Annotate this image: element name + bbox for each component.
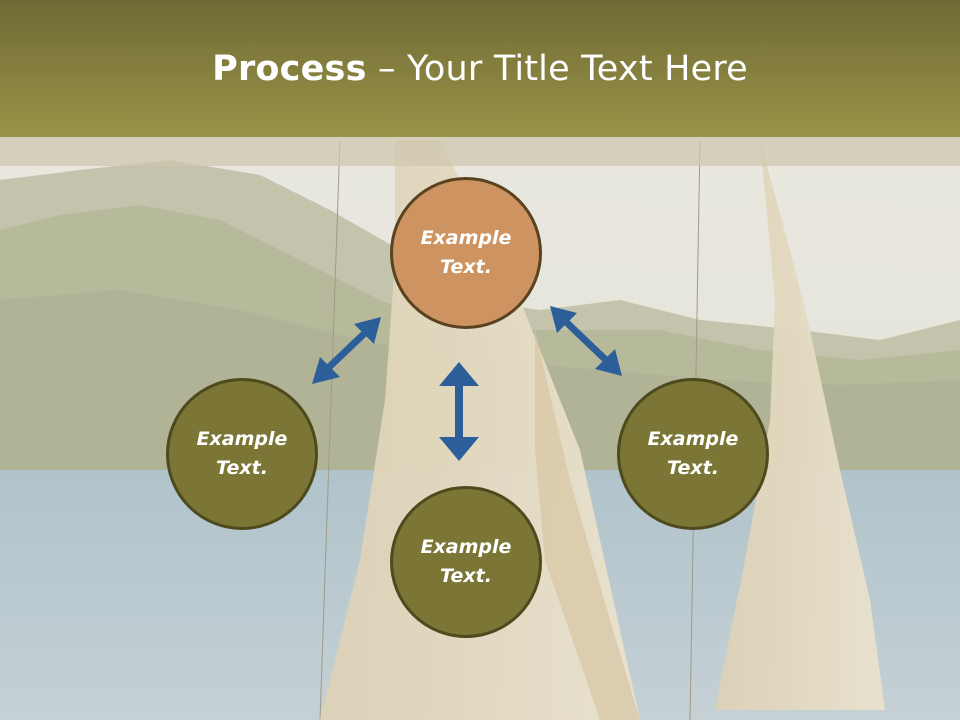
process-node-bottom[interactable]: Example Text. [390, 486, 542, 638]
node-label: Example Text. [420, 536, 512, 587]
slide-title: Process – Your Title Text Here [212, 49, 748, 89]
title-bar: Process – Your Title Text Here [0, 0, 960, 137]
title-band [0, 137, 960, 166]
process-node-center[interactable]: Example Text. [390, 177, 542, 329]
title-bold: Process [212, 48, 367, 89]
node-label: Example Text. [647, 428, 739, 479]
title-rest: – Your Title Text Here [366, 48, 748, 89]
process-node-right[interactable]: Example Text. [617, 378, 769, 530]
node-label: Example Text. [196, 428, 288, 479]
process-node-left[interactable]: Example Text. [166, 378, 318, 530]
node-label: Example Text. [420, 227, 512, 278]
